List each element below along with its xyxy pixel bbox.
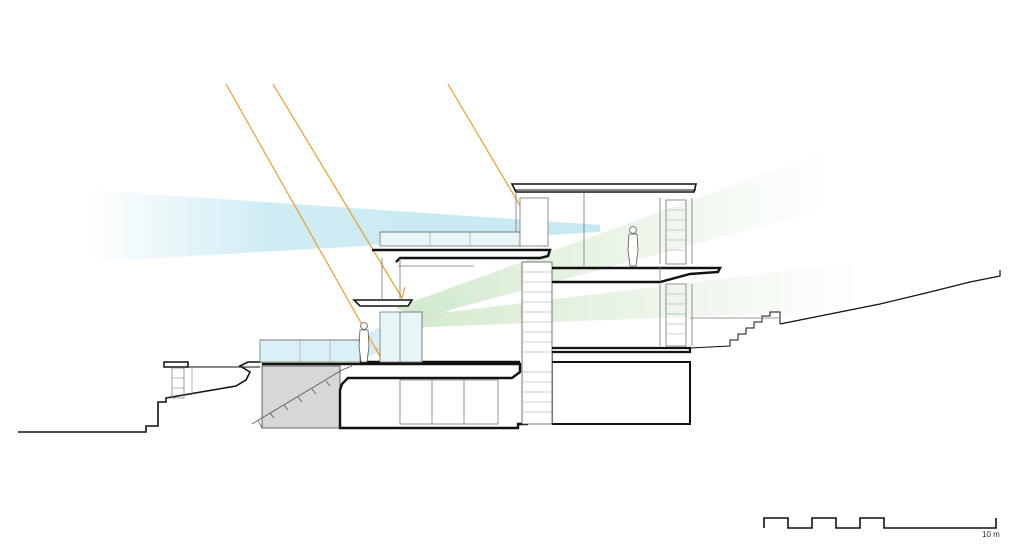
view-cone-green-lower	[400, 262, 860, 328]
human-figures	[358, 226, 639, 363]
view-cone-blue-top	[90, 190, 600, 262]
scale-bar-label: 10 m	[982, 530, 1000, 539]
descending-stair	[251, 365, 353, 429]
right-basement	[552, 361, 691, 425]
entry-ladder	[171, 367, 185, 399]
ground-left	[18, 361, 262, 433]
first-floor-slab	[372, 248, 552, 263]
stair-core	[519, 197, 553, 425]
stair-void	[261, 365, 341, 429]
person-upper-floor	[627, 226, 639, 267]
ground-right-slope	[779, 270, 1001, 325]
cantilever-ledge	[352, 299, 414, 307]
second-floor-slab	[552, 266, 722, 284]
upper-stair	[665, 199, 687, 265]
lower-glazing	[399, 379, 499, 425]
roof-slab	[510, 183, 698, 193]
person-lower-terrace	[358, 322, 370, 363]
lower-slab	[262, 362, 528, 430]
terrain	[18, 270, 1001, 433]
ground-right-steps	[689, 311, 781, 349]
scale-bar	[763, 517, 997, 529]
view-cones	[90, 150, 860, 362]
view-cone-green-upper	[395, 150, 830, 318]
sun-ray-2-arrow	[395, 286, 406, 300]
sun-ray-1	[225, 83, 383, 361]
core-shaft	[521, 261, 553, 425]
ground-floor-glass-box	[379, 311, 423, 363]
glass-railing-lower	[259, 339, 361, 363]
entry-pavilion	[163, 361, 260, 399]
first-floor-right-slab	[552, 346, 692, 354]
glass-railing-upper	[379, 231, 521, 247]
sun-ray-2	[272, 83, 403, 299]
middle-stair	[665, 283, 687, 347]
entry-roof	[163, 361, 189, 368]
upper-block	[510, 183, 780, 354]
first-floor-wing	[372, 231, 552, 363]
